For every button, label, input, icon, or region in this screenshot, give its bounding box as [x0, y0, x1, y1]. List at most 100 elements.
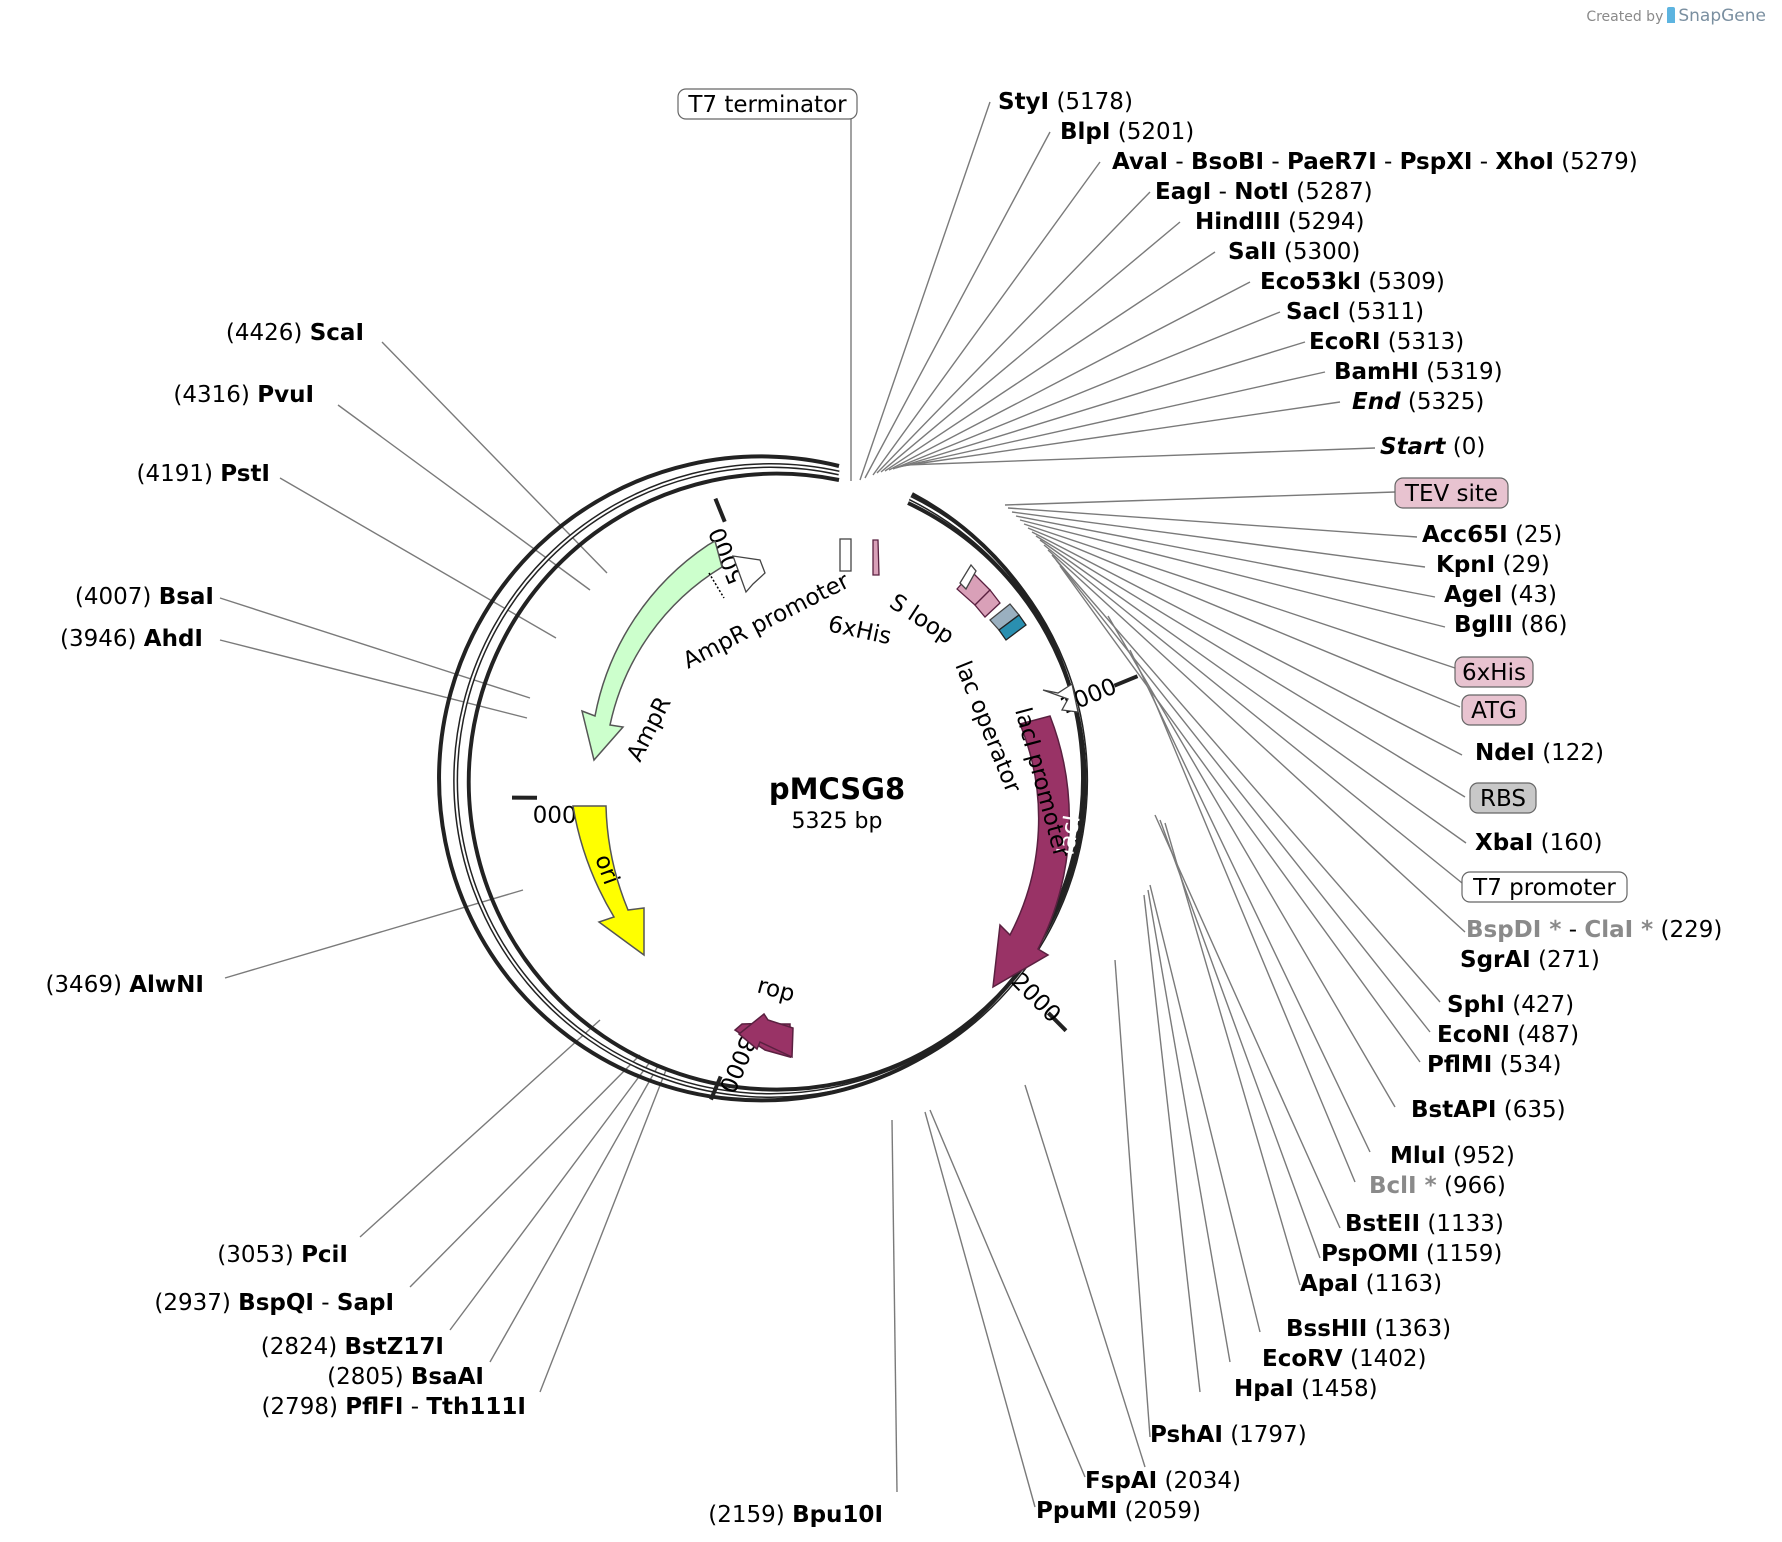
svg-text:ApaI (1163): ApaI (1163): [1300, 1271, 1442, 1297]
svg-text:SgrAI (271): SgrAI (271): [1460, 947, 1600, 973]
site-pspomi[interactable]: PspOMI (1159): [1321, 1241, 1502, 1267]
svg-text:End (5325): End (5325): [1352, 389, 1484, 415]
feature-laci-arrow[interactable]: [992, 715, 1071, 989]
svg-text:(3946) AhdI: (3946) AhdI: [60, 626, 203, 652]
t7-promoter-box-icon: [998, 614, 1027, 641]
svg-text:PspOMI (1159): PspOMI (1159): [1321, 1241, 1502, 1267]
svg-text:XbaI (160): XbaI (160): [1475, 830, 1602, 856]
site-styi[interactable]: StyI (5178): [998, 89, 1133, 115]
site-acc65i[interactable]: Acc65I (25): [1422, 522, 1562, 548]
site-bsshii[interactable]: BssHII (1363): [1286, 1316, 1451, 1342]
site-bsai[interactable]: (4007) BsaI: [75, 584, 214, 610]
svg-text:PflMI (534): PflMI (534): [1427, 1052, 1562, 1078]
site-pflfi-tth111i[interactable]: (2798) PflFI - Tth111I: [261, 1394, 526, 1420]
site-sphi[interactable]: SphI (427): [1447, 992, 1574, 1018]
enzyme-sites-left: (4426) ScaI (4316) PvuI (4191) PstI (4007) …: [45, 320, 883, 1528]
snapgene-credit: Created by SnapGene: [1586, 6, 1766, 26]
ampr-dotted-junction: [708, 572, 725, 599]
site-start[interactable]: Start (0): [1380, 434, 1485, 460]
enzyme-sites-right: StyI (5178) BlpI (5201) AvaI - BsoBI - Pae…: [998, 89, 1722, 1524]
svg-text:MluI (952): MluI (952): [1390, 1143, 1515, 1169]
boxed-label-atg[interactable]: ATG: [1461, 694, 1527, 726]
svg-text:EcoRV (1402): EcoRV (1402): [1262, 1346, 1426, 1372]
site-psti[interactable]: (4191) PstI: [137, 461, 271, 487]
svg-text:(3053) PciI: (3053) PciI: [217, 1242, 348, 1268]
plasmid-center: pMCSG8 5325 bp: [769, 772, 905, 834]
site-apai[interactable]: ApaI (1163): [1300, 1271, 1442, 1297]
site-sgrai[interactable]: SgrAI (271): [1460, 947, 1600, 973]
site-bpu10i[interactable]: (2159) Bpu10I: [708, 1502, 883, 1528]
feature-ori-arrow[interactable]: [572, 805, 645, 957]
ampr-promoter-label: AmpR promoter: [679, 568, 854, 674]
site-bglii[interactable]: BglII (86): [1454, 612, 1568, 638]
site-ecori[interactable]: EcoRI (5313): [1309, 329, 1464, 355]
svg-text:BssHII (1363): BssHII (1363): [1286, 1316, 1451, 1342]
site-pvui[interactable]: (4316) PvuI: [173, 382, 314, 408]
site-hpai[interactable]: HpaI (1458): [1234, 1376, 1378, 1402]
site-mlui[interactable]: MluI (952): [1390, 1143, 1515, 1169]
tick-3000: [709, 1075, 723, 1101]
svg-text:T7 promoter: T7 promoter: [1472, 875, 1616, 901]
site-pshai[interactable]: PshAI (1797): [1150, 1422, 1307, 1448]
site-bamhi[interactable]: BamHI (5319): [1334, 359, 1503, 385]
site-avai-bsobi-paer7i-pspxi-xhoi[interactable]: AvaI - BsoBI - PaeR7I - PspXI - XhoI (52…: [1112, 149, 1638, 175]
site-bstapi[interactable]: BstAPI (635): [1411, 1097, 1566, 1123]
site-bspqi-sapi[interactable]: (2937) BspQI - SapI: [154, 1290, 394, 1316]
credit-prefix: Created by: [1586, 9, 1664, 25]
svg-text:EcoNI (487): EcoNI (487): [1437, 1022, 1579, 1048]
site-eco53ki[interactable]: Eco53kI (5309): [1260, 269, 1445, 295]
site-bspdi-clai[interactable]: BspDI * - ClaI * (229): [1466, 917, 1722, 943]
site-bcli[interactable]: BclI * (966): [1369, 1173, 1506, 1199]
site-agei[interactable]: AgeI (43): [1444, 582, 1557, 608]
site-eagi-noti[interactable]: EagI - NotI (5287): [1155, 179, 1373, 205]
laci-promoter-arrow-icon: [1042, 682, 1079, 713]
site-scai[interactable]: (4426) ScaI: [226, 320, 364, 346]
site-bstz17i[interactable]: (2824) BstZ17I: [261, 1334, 444, 1360]
his-tag-box-icon: [872, 539, 880, 576]
svg-text:6xHis: 6xHis: [1462, 660, 1526, 686]
svg-text:BstEII (1133): BstEII (1133): [1345, 1211, 1504, 1237]
svg-text:(3469) AlwNI: (3469) AlwNI: [45, 972, 204, 998]
site-ppumi[interactable]: PpuMI (2059): [1036, 1498, 1201, 1524]
site-ahdi[interactable]: (3946) AhdI: [60, 626, 203, 652]
t7-terminator-box-icon: [839, 538, 852, 572]
svg-text:StyI (5178): StyI (5178): [998, 89, 1133, 115]
boxed-label-6xhis[interactable]: 6xHis: [1454, 656, 1534, 688]
svg-text:BstAPI (635): BstAPI (635): [1411, 1097, 1566, 1123]
svg-text:RBS: RBS: [1480, 786, 1526, 812]
site-saci[interactable]: SacI (5311): [1286, 299, 1424, 325]
boxed-label-t7-promoter[interactable]: T7 promoter: [1461, 871, 1628, 903]
site-bsaai[interactable]: (2805) BsaAI: [327, 1364, 484, 1390]
svg-text:T7 terminator: T7 terminator: [687, 92, 847, 118]
boxed-label-tev-site[interactable]: TEV site: [1394, 477, 1509, 509]
site-fspai[interactable]: FspAI (2034): [1085, 1468, 1241, 1494]
tick-1000: [1113, 674, 1139, 688]
site-ecorv[interactable]: EcoRV (1402): [1262, 1346, 1426, 1372]
svg-text:BclI * (966): BclI * (966): [1369, 1173, 1506, 1199]
site-end[interactable]: End (5325): [1352, 389, 1484, 415]
site-econi[interactable]: EcoNI (487): [1437, 1022, 1579, 1048]
snapgene-logo-icon: [1667, 7, 1676, 23]
svg-text:(4316) PvuI: (4316) PvuI: [173, 382, 314, 408]
site-xbai[interactable]: XbaI (160): [1475, 830, 1602, 856]
svg-text:(2798) PflFI - Tth111I: (2798) PflFI - Tth111I: [261, 1394, 526, 1420]
site-blpi[interactable]: BlpI (5201): [1060, 119, 1194, 145]
site-kpni[interactable]: KpnI (29): [1436, 552, 1550, 578]
credit-brand: SnapGene: [1678, 6, 1766, 26]
boxed-label-t7-terminator[interactable]: T7 terminator: [677, 88, 858, 120]
boxed-label-rbs[interactable]: RBS: [1469, 782, 1537, 814]
svg-text:Eco53kI (5309): Eco53kI (5309): [1260, 269, 1445, 295]
site-pcii[interactable]: (3053) PciI: [217, 1242, 348, 1268]
site-hindiii[interactable]: HindIII (5294): [1195, 209, 1364, 235]
rop-arrow-shape: [737, 1012, 794, 1059]
site-sali[interactable]: SalI (5300): [1228, 239, 1360, 265]
feature-ampr-arrow[interactable]: [580, 539, 723, 762]
svg-text:Acc65I (25): Acc65I (25): [1422, 522, 1562, 548]
site-alwni[interactable]: (3469) AlwNI: [45, 972, 204, 998]
site-bsteii[interactable]: BstEII (1133): [1345, 1211, 1504, 1237]
site-pflmi[interactable]: PflMI (534): [1427, 1052, 1562, 1078]
site-ndei[interactable]: NdeI (122): [1475, 740, 1604, 766]
his-tag-right-box-icon: [974, 589, 1001, 618]
